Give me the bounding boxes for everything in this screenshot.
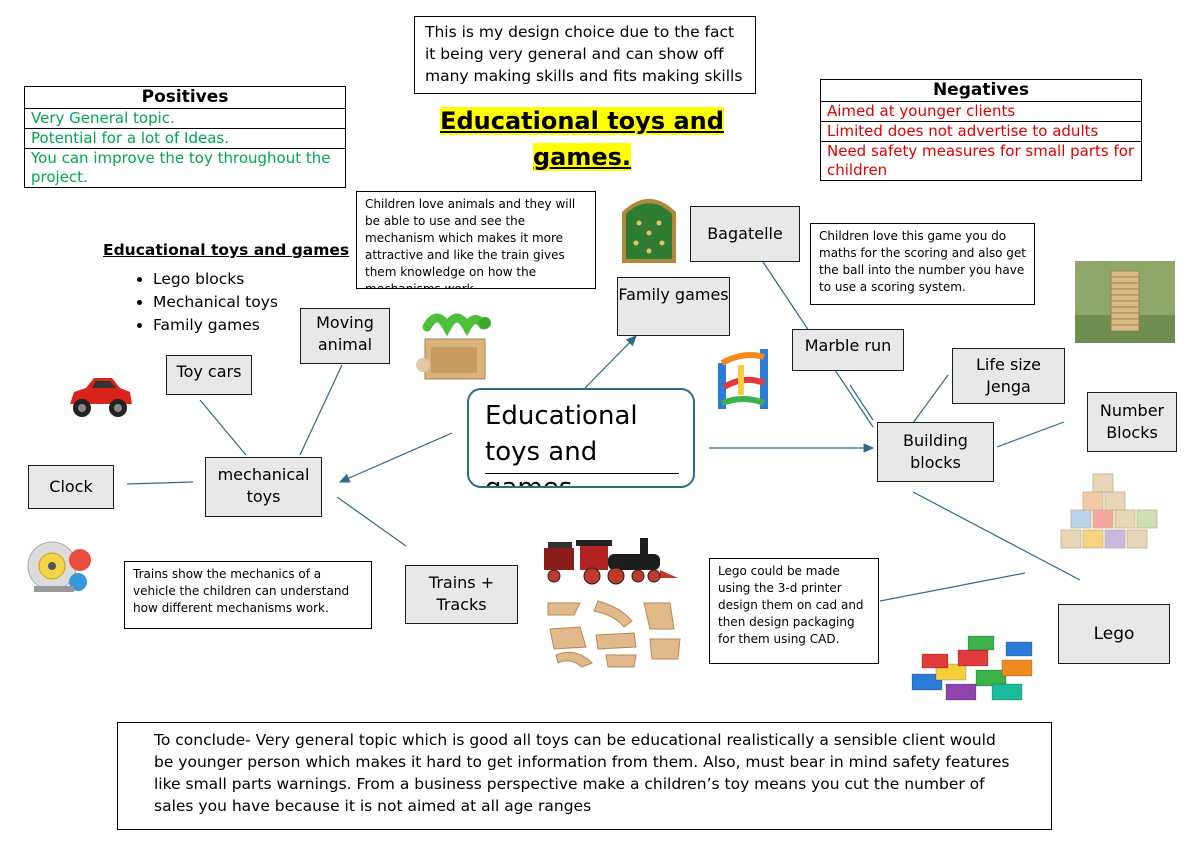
animals-note: Children love animals and they will be a…	[356, 191, 596, 289]
jenga-tower-image	[1075, 261, 1175, 343]
positive-item: Very General topic.	[25, 109, 345, 129]
node-clock: Clock	[28, 465, 114, 509]
node-label: Lego	[1093, 624, 1135, 644]
center-node-text: Educational toys and games	[485, 401, 638, 488]
negative-item: Limited does not advertise to adults	[821, 122, 1141, 142]
line-mech-animal	[299, 364, 343, 456]
node-number-blocks: Number Blocks	[1087, 392, 1177, 452]
design-choice-text: This is my design choice due to the fact…	[425, 23, 743, 85]
node-label: Marble run	[804, 336, 892, 355]
positive-item: Potential for a lot of Ideas.	[25, 129, 345, 149]
node-marble-run: Marble run	[792, 329, 904, 371]
line-center-mechanical	[338, 432, 453, 483]
conclusion-text: To conclude- Very general topic which is…	[154, 731, 1010, 815]
negatives-header: Negatives	[821, 80, 1141, 102]
list-item: Family games	[153, 314, 359, 337]
design-choice-box: This is my design choice due to the fact…	[414, 16, 756, 94]
page-title-text: Educational toys and games.	[440, 107, 724, 171]
line-building-number	[996, 421, 1065, 448]
node-trains-tracks: Trains + Tracks	[405, 565, 518, 624]
number-blocks-image	[1060, 473, 1158, 549]
conclusion-box: To conclude- Very general topic which is…	[117, 722, 1052, 830]
bagatelle-note: Children love this game you do maths for…	[810, 223, 1035, 305]
positives-table: Positives Very General topic. Potential …	[24, 86, 346, 188]
node-label: Number Blocks	[1099, 401, 1165, 442]
lego-bricks-image	[911, 635, 1033, 701]
node-label: mechanical toys	[217, 465, 310, 506]
list-item: Lego blocks	[153, 268, 359, 291]
node-lego: Lego	[1058, 604, 1170, 664]
node-bagatelle: Bagatelle	[690, 206, 800, 262]
line-marble-building	[849, 384, 874, 421]
node-mechanical-toys: mechanical toys	[205, 457, 322, 517]
negative-item: Need safety measures for small parts for…	[827, 142, 1135, 179]
negative-item: Aimed at younger clients	[821, 102, 1141, 122]
node-label: Family games	[618, 285, 729, 304]
steam-train-image	[544, 538, 678, 585]
bagatelle-note-text: Children love this game you do maths for…	[819, 229, 1026, 294]
gear-mechanism-image	[27, 541, 91, 592]
node-label: Toy cars	[176, 362, 242, 381]
line-mech-trains	[336, 496, 407, 547]
node-building-blocks: Building blocks	[877, 422, 994, 482]
line-mech-toycars	[199, 399, 247, 456]
lego-note-text: Lego could be made using the 3-d printer…	[718, 564, 864, 646]
trains-note: Trains show the mechanics of a vehicle t…	[124, 561, 372, 629]
node-family-games: Family games	[617, 277, 730, 336]
toy-car-image	[70, 378, 132, 417]
wooden-tracks-image	[547, 600, 681, 668]
node-label: Building blocks	[903, 431, 968, 472]
line-building-jenga	[912, 374, 949, 424]
node-label: Clock	[49, 477, 93, 496]
node-moving-animal: Moving animal	[300, 308, 390, 364]
node-life-size-jenga: Life size Jenga	[952, 348, 1065, 404]
line-mech-clock	[126, 481, 194, 485]
node-label: Trains + Tracks	[428, 573, 495, 614]
line-building-lego	[912, 491, 1081, 581]
lego-note: Lego could be made using the 3-d printer…	[709, 558, 879, 664]
toy-list-heading: Educational toys and games	[103, 241, 350, 259]
list-item: Mechanical toys	[153, 291, 359, 314]
center-node: Educational toys and games	[467, 388, 695, 488]
bagatelle-board-image	[622, 199, 676, 263]
positives-header: Positives	[25, 87, 345, 109]
toy-list: Educational toys and games Lego blocks M…	[103, 238, 359, 337]
node-toy-cars: Toy cars	[166, 355, 252, 395]
trains-note-text: Trains show the mechanics of a vehicle t…	[133, 567, 350, 615]
node-label: Moving animal	[316, 313, 374, 354]
line-legonote-lego	[879, 572, 1026, 602]
line-center-family	[584, 335, 637, 389]
page-title: Educational toys and games.	[406, 103, 758, 175]
animals-note-text: Children love animals and they will be a…	[365, 197, 576, 289]
negatives-table: Negatives Aimed at younger clients Limit…	[820, 79, 1142, 181]
marble-run-image	[718, 349, 768, 409]
node-label: Life size Jenga	[976, 355, 1041, 396]
node-label: Bagatelle	[707, 224, 783, 243]
caterpillar-automaton-image	[416, 313, 491, 380]
positive-item: You can improve the toy throughout the p…	[31, 149, 331, 186]
